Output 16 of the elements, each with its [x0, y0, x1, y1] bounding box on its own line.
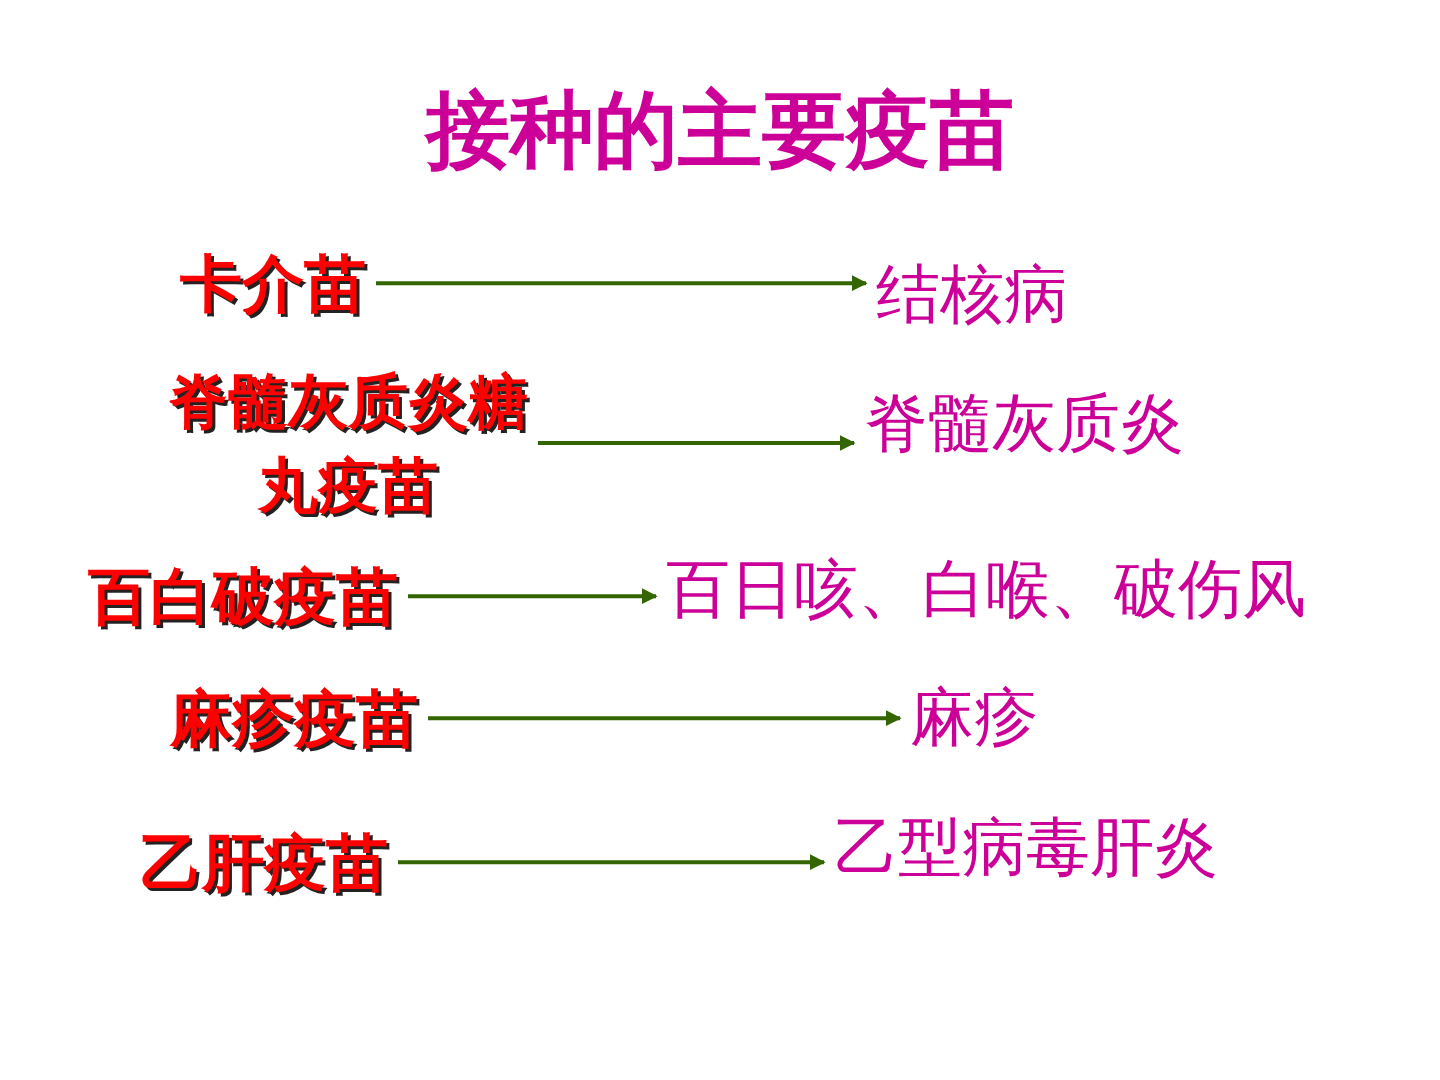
disease-label: 乙型病毒肝炎 [834, 811, 1218, 885]
disease-label: 脊髓灰质炎 [864, 387, 1184, 461]
disease-label: 麻疹 [910, 681, 1038, 755]
arrow [398, 854, 826, 871]
vaccine-label: 乙肝疫苗 [140, 826, 388, 898]
arrow [538, 435, 856, 451]
title: 接种的主要疫苗 [423, 82, 1015, 179]
vaccine-label: 脊髓灰质炎糖丸疫苗 [168, 359, 528, 527]
vaccine-label: 卡介苗 [180, 247, 366, 319]
arrow [408, 588, 658, 605]
disease-label: 结核病 [876, 258, 1068, 332]
vaccine-label: 百白破疫苗 [88, 560, 398, 632]
disease-label: 百日咳、白喉、破伤风 [666, 553, 1306, 627]
arrow [376, 275, 868, 292]
vaccine-label: 麻疹疫苗 [170, 682, 418, 754]
arrow [428, 710, 902, 727]
